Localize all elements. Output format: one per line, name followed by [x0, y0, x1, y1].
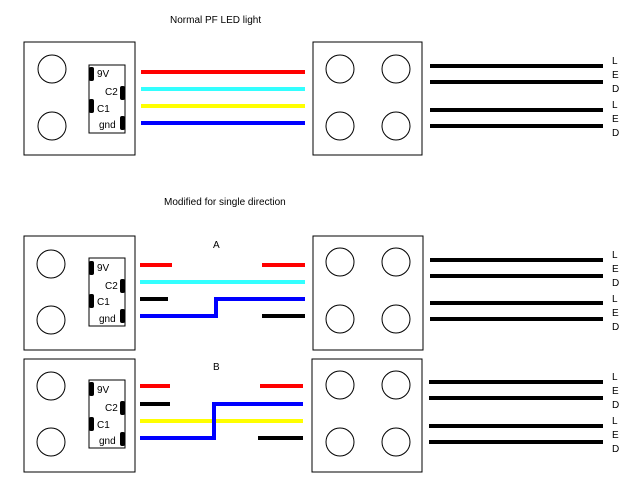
- pin-contact: [89, 294, 94, 308]
- stud: [325, 370, 355, 400]
- stud: [381, 304, 411, 334]
- led-letter-l: L: [612, 250, 618, 261]
- pin-label-c1: C1: [97, 420, 110, 431]
- led-letter-d: D: [612, 444, 619, 455]
- led-letter-l: L: [612, 416, 618, 427]
- wire-blue-crossed: [140, 402, 303, 440]
- stud: [381, 54, 411, 84]
- label-variant-a: A: [213, 240, 220, 251]
- led-letter-d: D: [612, 400, 619, 411]
- pin-label-gnd: gnd: [99, 436, 116, 447]
- led-letter-d: D: [612, 128, 619, 139]
- pin-label-c1: C1: [97, 104, 110, 115]
- stud: [325, 427, 355, 457]
- led-letter-e: E: [612, 430, 619, 441]
- pin-label-9v: 9V: [97, 69, 110, 80]
- pin-contact: [120, 401, 125, 415]
- pin-contact: [89, 417, 94, 431]
- led-letter-l: L: [612, 100, 618, 111]
- pin-contact: [89, 67, 94, 81]
- stud: [36, 305, 66, 335]
- led-letter-d: D: [612, 278, 619, 289]
- wire-blue-crossed: [140, 297, 305, 318]
- label-variant-b: B: [213, 362, 220, 373]
- stud: [325, 304, 355, 334]
- stud: [381, 427, 411, 457]
- pin-contact: [120, 432, 125, 446]
- stud: [325, 54, 355, 84]
- pin-label-gnd: gnd: [99, 120, 116, 131]
- stud: [381, 370, 411, 400]
- led-letter-e: E: [612, 264, 619, 275]
- pin-contact: [120, 86, 125, 100]
- stud: [36, 249, 66, 279]
- pf-plug-left: 9V C2 C1 gnd: [23, 41, 136, 156]
- led-letter-l: L: [612, 372, 618, 383]
- led-letter-l: L: [612, 56, 618, 67]
- pf-plug-left: 9V C2 C1 gnd: [23, 235, 136, 351]
- pf-plug-left: 9V C2 C1 gnd: [23, 358, 136, 473]
- stud: [325, 247, 355, 277]
- stud: [37, 111, 67, 141]
- pin-label-c1: C1: [97, 297, 110, 308]
- pin-contact: [89, 99, 94, 113]
- pin-block: [88, 379, 126, 449]
- pin-label-c2: C2: [105, 403, 118, 414]
- pin-label-gnd: gnd: [99, 314, 116, 325]
- variant-b-section: 9V C2 C1 gnd L E D L E D: [23, 358, 619, 473]
- led-letter-l: L: [612, 294, 618, 305]
- pin-label-9v: 9V: [97, 263, 110, 274]
- pin-block: [88, 64, 126, 134]
- led-letter-e: E: [612, 70, 619, 81]
- led-letter-e: E: [612, 386, 619, 397]
- pin-contact: [120, 279, 125, 293]
- pin-contact: [120, 309, 125, 323]
- pin-contact: [120, 116, 125, 130]
- stud: [36, 427, 66, 457]
- led-letter-d: D: [612, 84, 619, 95]
- led-letter-e: E: [612, 114, 619, 125]
- pin-label-c2: C2: [105, 281, 118, 292]
- pin-block: [88, 257, 126, 327]
- pin-label-c2: C2: [105, 87, 118, 98]
- stud: [325, 111, 355, 141]
- title-normal: Normal PF LED light: [170, 15, 261, 26]
- pf-plug-right: [311, 358, 423, 473]
- title-modified: Modified for single direction: [164, 197, 286, 208]
- led-letter-d: D: [612, 322, 619, 333]
- pin-contact: [89, 382, 94, 396]
- stud: [37, 54, 67, 84]
- normal-section: 9V C2 C1 gnd L E D L E D: [23, 41, 619, 156]
- pf-plug-right: [312, 41, 423, 156]
- stud: [381, 247, 411, 277]
- variant-a-section: 9V C2 C1 gnd L E D L E D: [23, 235, 619, 351]
- stud: [381, 111, 411, 141]
- led-letter-e: E: [612, 308, 619, 319]
- pf-plug-right: [312, 235, 424, 351]
- pin-contact: [89, 261, 94, 275]
- stud: [36, 371, 66, 401]
- pin-label-9v: 9V: [97, 385, 110, 396]
